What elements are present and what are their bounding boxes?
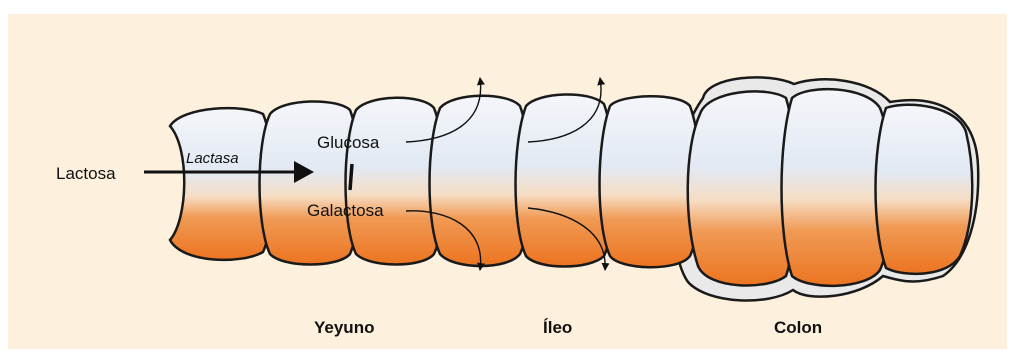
colon-segment-3 (876, 105, 973, 274)
colon-label: Colon (774, 318, 822, 337)
jejunum-label: Yeyuno (314, 318, 374, 337)
segment-6 (600, 96, 701, 267)
segment-1 (170, 108, 273, 260)
colon-segments (688, 89, 973, 286)
galactose-label: Galactosa (307, 201, 384, 220)
lactase-label: Lactasa (186, 150, 239, 167)
colon-segment-1 (688, 91, 797, 285)
ileum-label: Íleo (543, 318, 572, 337)
intestine-diagram: Lactosa Lactasa Glucosa Galactosa Yeyuno… (8, 14, 1007, 349)
small-intestine (170, 94, 701, 267)
glucose-label: Glucosa (317, 133, 380, 152)
lactase-site (350, 164, 352, 190)
diagram-panel: Lactosa Lactasa Glucosa Galactosa Yeyuno… (8, 14, 1007, 349)
lactose-label: Lactosa (56, 164, 116, 183)
